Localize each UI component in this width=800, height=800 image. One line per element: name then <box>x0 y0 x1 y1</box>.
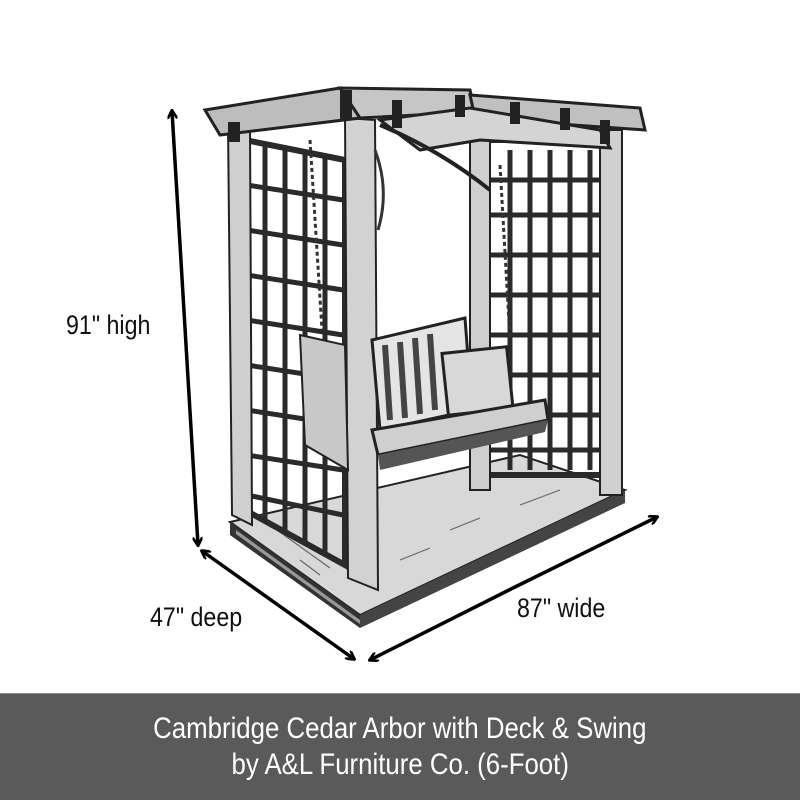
dimension-arrows <box>172 111 657 660</box>
deck-floor <box>227 453 628 628</box>
height-arrow <box>172 111 187 329</box>
arbor-illustration <box>0 86 800 693</box>
depth-dimension-label: 47" deep <box>150 602 243 632</box>
depth-arrow <box>202 551 280 607</box>
width-arrow <box>370 586 514 660</box>
caption-banner: Cambridge Cedar Arbor with Deck & Swing … <box>0 693 800 800</box>
porch-swing <box>298 139 550 472</box>
product-image-area: 91" high 47" deep 87" wide <box>0 86 800 693</box>
caption-title: Cambridge Cedar Arbor with Deck & Swing <box>153 712 647 745</box>
pergola-roof <box>202 86 647 192</box>
height-dimension-label: 91" high <box>66 310 151 340</box>
width-dimension-label: 87" wide <box>517 593 606 623</box>
caption-subtitle: by A&L Furniture Co. (6-Foot) <box>231 748 569 781</box>
